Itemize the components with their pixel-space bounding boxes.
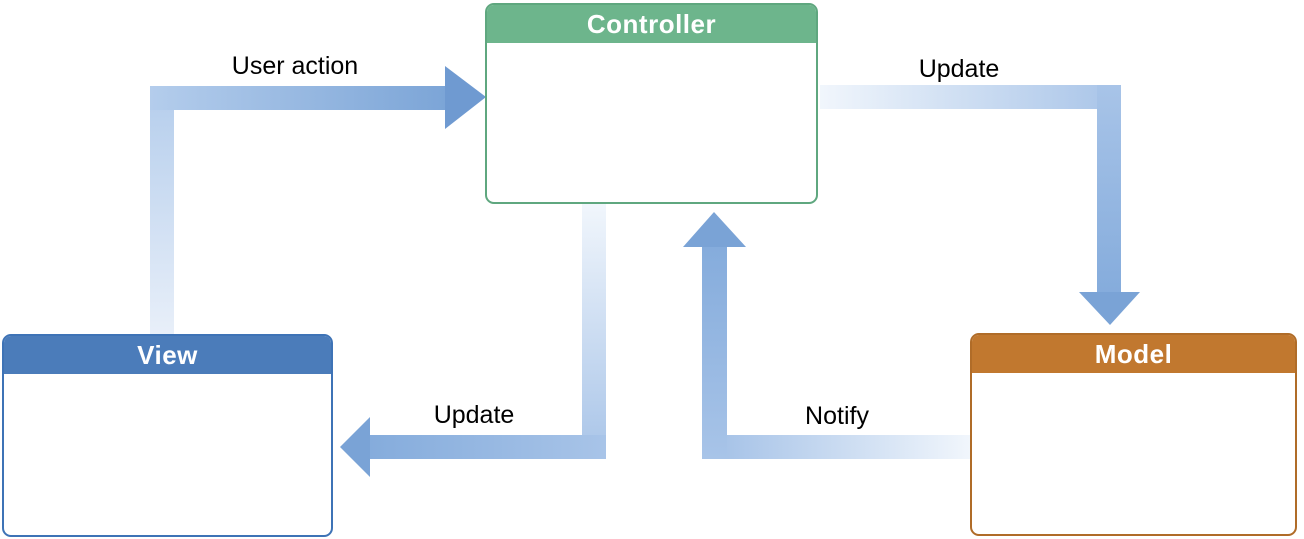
user-action-label: User action: [231, 52, 359, 80]
view-title: View: [4, 336, 331, 374]
notify-label: Notify: [805, 402, 869, 430]
model-node: Model: [970, 333, 1297, 536]
user-action-arrow: [150, 66, 486, 334]
update-model-label: Update: [918, 55, 1000, 83]
controller-title: Controller: [487, 5, 816, 43]
model-title: Model: [972, 335, 1295, 373]
controller-node: Controller: [485, 3, 818, 204]
update-view-arrow: [340, 204, 606, 477]
update-model-arrow: [820, 85, 1140, 325]
notify-arrow: [683, 212, 970, 459]
update-view-label: Update: [433, 401, 515, 429]
view-node: View: [2, 334, 333, 537]
